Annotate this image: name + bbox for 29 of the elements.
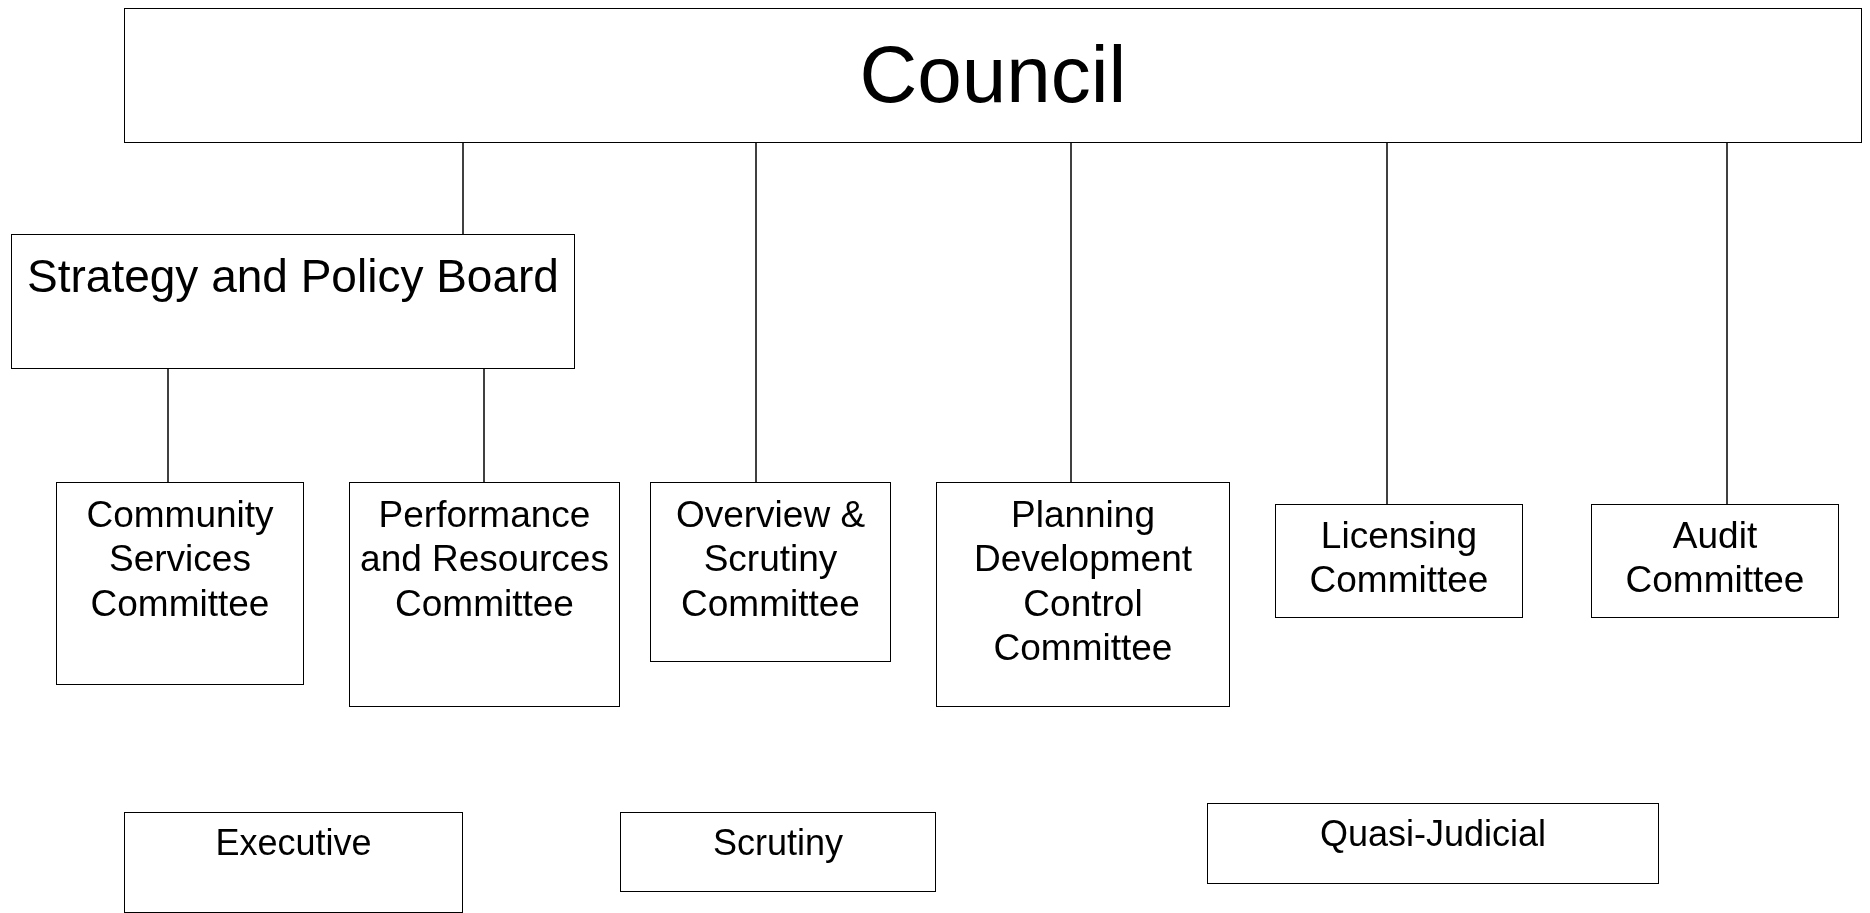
committee-box: [1275, 504, 1523, 618]
connector-line: [1386, 142, 1388, 505]
committee-box: [1207, 803, 1659, 884]
box-label: Executive: [214, 821, 373, 865]
committee-box: [936, 482, 1230, 707]
connector-line: [167, 368, 169, 483]
committee-box: [124, 812, 463, 913]
committee-box: [11, 234, 575, 369]
box-label: Community Services Committee: [85, 493, 275, 626]
committee-box: [1591, 504, 1839, 618]
box-label: Scrutiny: [711, 821, 844, 865]
box-label: Council: [858, 29, 1128, 121]
box-label: Audit Committee: [1624, 514, 1806, 603]
connector-line: [1070, 142, 1072, 483]
box-label: Performance and Resources Committee: [359, 493, 610, 626]
committee-box: [56, 482, 304, 685]
box-label: Quasi-Judicial: [1318, 812, 1548, 856]
box-label: Strategy and Policy Board: [26, 249, 560, 304]
committee-box: [620, 812, 936, 892]
connector-line: [755, 142, 757, 483]
connector-line: [1726, 142, 1728, 505]
committee-box: [124, 8, 1862, 143]
connector-line: [483, 368, 485, 483]
committee-box: [349, 482, 620, 707]
box-label: Overview & Scrutiny Committee: [674, 493, 867, 626]
box-label: Licensing Committee: [1308, 514, 1490, 603]
connector-line: [462, 142, 464, 235]
box-label: Planning Development Control Committee: [973, 493, 1193, 671]
committee-box: [650, 482, 891, 662]
